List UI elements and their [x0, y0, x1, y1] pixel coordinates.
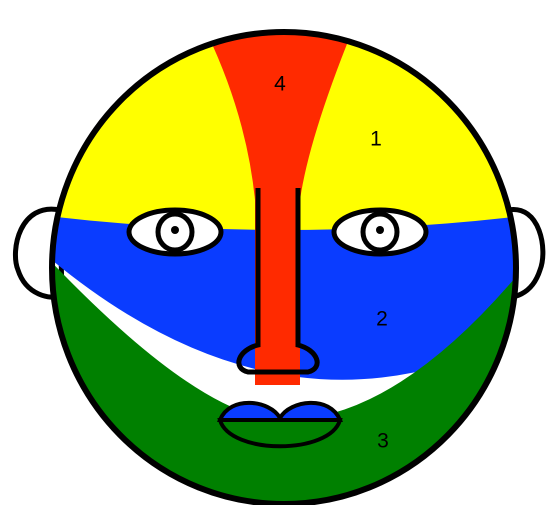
label-region-4: 4 — [274, 73, 286, 96]
label-region-3: 3 — [377, 430, 389, 453]
label-region-2: 2 — [376, 308, 388, 331]
left-eye — [129, 210, 221, 254]
mouth — [220, 403, 340, 446]
right-eye — [334, 210, 426, 254]
label-region-1: 1 — [370, 128, 382, 151]
